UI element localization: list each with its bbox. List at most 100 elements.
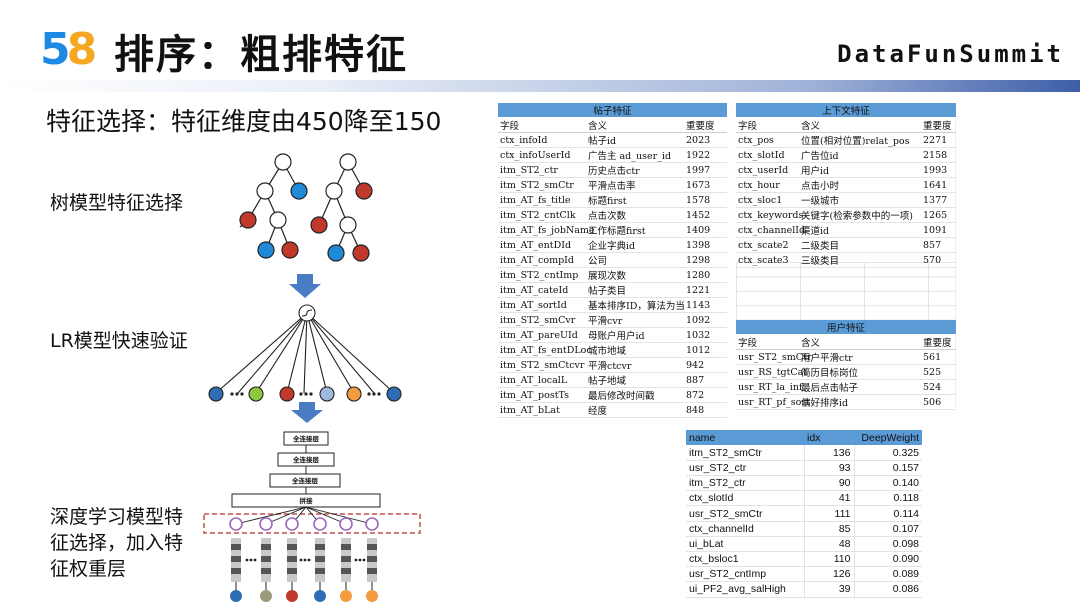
table-cell: itm_AT_entDId (498, 237, 586, 253)
table-cell: 41 (804, 490, 855, 507)
dnn-input-node (260, 590, 272, 602)
table-cell: 93 (804, 460, 855, 477)
col-header-name: name (686, 430, 804, 446)
table-cell: 历史点击ctr (586, 162, 684, 178)
table-cell: 126 (804, 566, 855, 583)
down-arrow-icon (289, 274, 321, 298)
column-header-row: 字段含义重要度 (498, 117, 728, 133)
table-cell: usr_ST2_smCtr (736, 349, 812, 365)
feature-selection-diagram: 全连接层 全连接层 全连接层 拼接 (203, 153, 421, 602)
table-cell: 含义 (799, 117, 921, 133)
table-cell: 1221 (684, 282, 728, 298)
table-cell: ctx_bsloc1 (686, 551, 805, 568)
label-dl-selection: 深度学习模型特征选择，加入特征权重层 (50, 506, 184, 580)
table-cell: 887 (684, 372, 728, 388)
fc-layer-label: 全连接层 (291, 476, 319, 485)
table-cell: 位置(相对位置)relat_pos (799, 132, 921, 148)
table-cell: 1377 (921, 192, 956, 208)
table-cell: itm_ST2_smCtr (686, 445, 805, 461)
tree-model-illustration (239, 153, 373, 262)
table-cell: itm_AT_sortId (498, 297, 586, 313)
table-cell: 帖子地域 (586, 372, 684, 388)
table-cell: 三级类目 (799, 252, 921, 268)
table-cell: 561 (921, 349, 957, 365)
table-cell: 广告位id (799, 147, 921, 163)
weight-node (313, 517, 327, 531)
lr-input-node (208, 386, 224, 402)
table-cell: 136 (804, 445, 855, 461)
lr-input-node (346, 386, 362, 402)
table-cell: usr_ST2_smCtr (686, 505, 805, 522)
post-table-title: 帖子特征 (498, 103, 728, 118)
table-cell: 857 (921, 237, 956, 253)
table-cell: 二级类目 (799, 237, 921, 253)
weight-node (229, 517, 243, 531)
tree-node (239, 211, 257, 229)
table-cell: 0.118 (854, 490, 922, 507)
lr-input-node (279, 386, 295, 402)
table-cell: 848 (684, 402, 728, 418)
tree-node (257, 241, 275, 259)
logo-digit-8: 8 (66, 23, 98, 75)
table-cell: itm_AT_fs_title (498, 192, 586, 208)
weight-node (339, 517, 353, 531)
table-cell: 39 (804, 581, 855, 598)
table-cell: ctx_scate2 (736, 237, 799, 253)
table-cell: 重要度 (921, 117, 956, 133)
table-cell: 0.114 (854, 505, 922, 522)
page-title: 排序：粗排特征 (114, 32, 408, 78)
table-cell: 1143 (684, 297, 728, 313)
table-cell: 平滑cvr (586, 312, 684, 328)
label-tree-selection: 树模型特征选择 (50, 192, 184, 214)
table-cell: ctx_scate3 (736, 252, 799, 268)
weight-node (259, 517, 273, 531)
table-cell: 0.107 (854, 521, 922, 537)
label-lr-validation: LR模型快速验证 (50, 330, 188, 352)
brand-datafunsummit: DataFunSummit (837, 40, 1064, 68)
table-cell: 1298 (684, 252, 728, 268)
header-divider (0, 80, 1080, 92)
table-cell: 570 (921, 252, 956, 268)
down-arrow-icon (291, 402, 323, 423)
table-cell: 字段 (736, 117, 799, 133)
table-cell: 110 (804, 551, 855, 568)
embedding-column (315, 538, 325, 582)
table-cell: itm_AT_compId (498, 252, 586, 268)
table-cell: 企业字典id (586, 237, 684, 253)
table-cell: ctx_slotId (736, 147, 799, 163)
table-cell: 872 (684, 387, 728, 403)
table-cell: 1578 (684, 192, 728, 208)
tree-node (327, 244, 345, 262)
table-cell: itm_ST2_cntImp (498, 267, 586, 283)
table-cell: 含义 (586, 117, 684, 133)
table-cell: itm_AT_bLat (498, 402, 586, 418)
logo-digit-5: 5 (40, 23, 71, 75)
table-cell: ctx_pos (736, 132, 799, 148)
user-table-title: 用户特征 (736, 320, 957, 335)
table-cell: itm_ST2_ctr (498, 162, 586, 178)
tree-node (274, 153, 292, 171)
table-cell: itm_AT_fs_entDLoc (498, 342, 592, 358)
